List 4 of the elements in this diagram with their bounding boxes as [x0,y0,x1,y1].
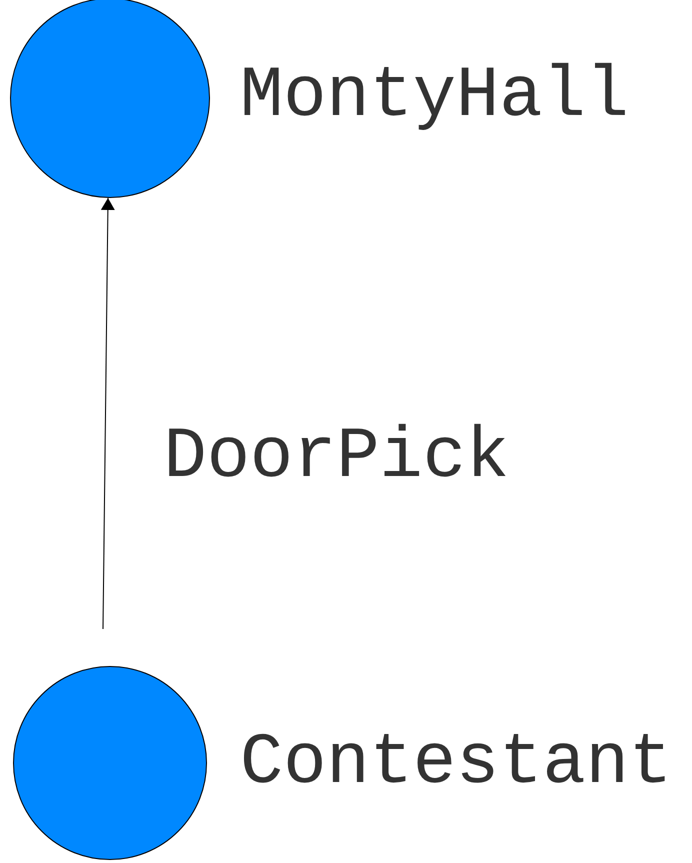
arrow [100,198,115,630]
node-caption: Contestant [240,727,672,799]
node-caption: MontyHall [240,60,629,132]
edge-label: DoorPick [164,420,510,492]
